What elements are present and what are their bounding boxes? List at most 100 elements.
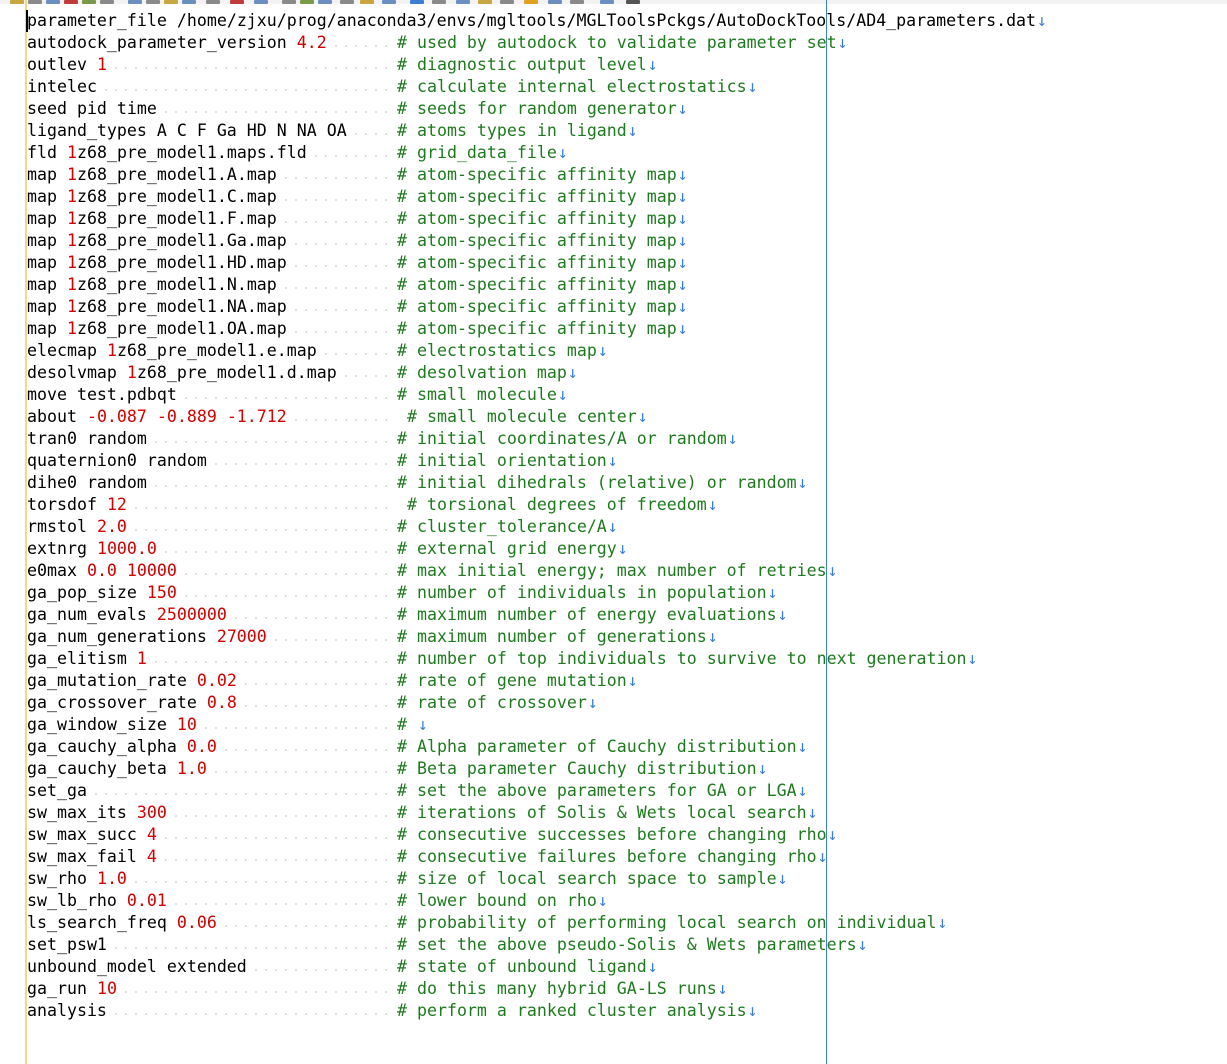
code-line[interactable]: move test.pdbqt# small molecule↓ xyxy=(27,384,1225,406)
param-value: 1.0 xyxy=(96,869,127,888)
code-line[interactable]: ga_mutation_rate 0.02# rate of gene muta… xyxy=(27,670,1225,692)
code-line[interactable]: sw_max_succ 4# consecutive successes bef… xyxy=(27,824,1225,846)
code-line[interactable]: fld 1z68_pre_model1.maps.fld# grid_data_… xyxy=(27,142,1225,164)
code-line[interactable]: ga_num_generations 27000# maximum number… xyxy=(27,626,1225,648)
toolbar-icon[interactable] xyxy=(478,0,492,4)
code-line[interactable]: set_psw1# set the above pseudo-Solis & W… xyxy=(27,934,1225,956)
code-line[interactable]: dihe0 random# initial dihedrals (relativ… xyxy=(27,472,1225,494)
toolbar-icon[interactable] xyxy=(28,0,42,4)
param-value: 1.0 xyxy=(176,759,207,778)
code-line[interactable]: ga_cauchy_alpha 0.0# Alpha parameter of … xyxy=(27,736,1225,758)
code-line[interactable]: set_ga# set the above parameters for GA … xyxy=(27,780,1225,802)
code-line[interactable]: intelec# calculate internal electrostati… xyxy=(27,76,1225,98)
code-line[interactable]: ga_pop_size 150# number of individuals i… xyxy=(27,582,1225,604)
whitespace-dots xyxy=(211,758,393,780)
param-keyword: sw_rho xyxy=(27,869,87,888)
code-line[interactable]: e0max 0.0 10000# max initial energy; max… xyxy=(27,560,1225,582)
text-editor-area[interactable]: parameter_file /home/zjxu/prog/anaconda3… xyxy=(27,10,1225,1022)
param-value: 1z68_pre_model1.maps.fld xyxy=(66,143,307,162)
toolbar-icon[interactable] xyxy=(626,0,640,4)
code-line[interactable]: map 1z68_pre_model1.F.map# atom-specific… xyxy=(27,208,1225,230)
comment-text: # cluster_tolerance/A xyxy=(397,517,607,536)
toolbar-icon[interactable] xyxy=(46,0,60,4)
code-line[interactable]: seed pid time# seeds for random generato… xyxy=(27,98,1225,120)
eol-marker-icon: ↓ xyxy=(857,935,868,954)
eol-marker-icon: ↓ xyxy=(647,957,658,976)
code-line[interactable]: elecmap 1z68_pre_model1.e.map# electrost… xyxy=(27,340,1225,362)
code-line[interactable]: torsdof 12 # torsional degrees of freedo… xyxy=(27,494,1225,516)
code-line[interactable]: map 1z68_pre_model1.A.map# atom-specific… xyxy=(27,164,1225,186)
code-line[interactable]: map 1z68_pre_model1.N.map# atom-specific… xyxy=(27,274,1225,296)
code-line[interactable]: extnrg 1000.0# external grid energy↓ xyxy=(27,538,1225,560)
code-line[interactable]: analysis# perform a ranked cluster analy… xyxy=(27,1000,1225,1022)
whitespace-dots xyxy=(231,604,393,626)
toolbar-icon[interactable] xyxy=(548,0,562,4)
toolbar-icon[interactable] xyxy=(82,0,96,4)
param-value: 1z68_pre_model1.F.map xyxy=(66,209,277,228)
code-line[interactable]: tran0 random# initial coordinates/A or r… xyxy=(27,428,1225,450)
code-line[interactable]: map 1z68_pre_model1.NA.map# atom-specifi… xyxy=(27,296,1225,318)
toolbar-icon[interactable] xyxy=(64,0,78,4)
toolbar-icon[interactable] xyxy=(600,0,614,4)
code-line[interactable]: unbound_model extended# state of unbound… xyxy=(27,956,1225,978)
whitespace-dots xyxy=(181,384,393,406)
code-line[interactable]: map 1z68_pre_model1.HD.map# atom-specifi… xyxy=(27,252,1225,274)
param-value: 1z68_pre_model1.N.map xyxy=(66,275,277,294)
param-keyword: ligand_types A C F Ga HD N NA OA xyxy=(27,121,347,140)
toolbar-icon[interactable] xyxy=(318,0,332,4)
code-line[interactable]: desolvmap 1z68_pre_model1.d.map# desolva… xyxy=(27,362,1225,384)
toolbar-icon[interactable] xyxy=(432,0,446,4)
toolbar-icon[interactable] xyxy=(456,0,470,4)
code-line[interactable]: ligand_types A C F Ga HD N NA OA# atoms … xyxy=(27,120,1225,142)
code-line[interactable]: sw_max_fail 4# consecutive failures befo… xyxy=(27,846,1225,868)
comment-text: # maximum number of generations xyxy=(397,627,707,646)
param-value: 2500000 xyxy=(156,605,227,624)
toolbar-icon[interactable] xyxy=(182,0,196,4)
toolbar-icon[interactable] xyxy=(360,0,374,4)
code-line[interactable]: map 1z68_pre_model1.OA.map# atom-specifi… xyxy=(27,318,1225,340)
eol-marker-icon: ↓ xyxy=(637,407,648,426)
code-line[interactable]: ga_elitism 1# number of top individuals … xyxy=(27,648,1225,670)
toolbar-icon[interactable] xyxy=(524,0,538,4)
code-line[interactable]: ga_num_evals 2500000# maximum number of … xyxy=(27,604,1225,626)
toolbar-icon[interactable] xyxy=(164,0,178,4)
code-line[interactable]: ls_search_freq 0.06# probability of perf… xyxy=(27,912,1225,934)
code-line[interactable]: map 1z68_pre_model1.Ga.map# atom-specifi… xyxy=(27,230,1225,252)
code-line[interactable]: autodock_parameter_version 4.2# used by … xyxy=(27,32,1225,54)
code-line[interactable]: parameter_file /home/zjxu/prog/anaconda3… xyxy=(27,10,1225,32)
code-line[interactable]: ga_cauchy_beta 1.0# Beta parameter Cauch… xyxy=(27,758,1225,780)
eol-marker-icon: ↓ xyxy=(817,847,828,866)
code-line[interactable]: rmstol 2.0# cluster_tolerance/A↓ xyxy=(27,516,1225,538)
code-line[interactable]: sw_max_its 300# iterations of Solis & We… xyxy=(27,802,1225,824)
toolbar-icon[interactable] xyxy=(282,0,296,4)
code-line[interactable]: map 1z68_pre_model1.C.map# atom-specific… xyxy=(27,186,1225,208)
eol-marker-icon: ↓ xyxy=(727,429,738,448)
toolbar-icon[interactable] xyxy=(500,0,514,4)
code-statement: rmstol 2.0 xyxy=(27,516,127,538)
toolbar-icon[interactable] xyxy=(230,0,244,4)
toolbar-icon[interactable] xyxy=(206,0,220,4)
code-line[interactable]: ga_window_size 10# ↓ xyxy=(27,714,1225,736)
param-value: 10 xyxy=(176,715,197,734)
code-line[interactable]: quaternion0 random# initial orientation↓ xyxy=(27,450,1225,472)
toolbar-icon[interactable] xyxy=(146,0,160,4)
code-line[interactable]: ga_run 10# do this many hybrid GA-LS run… xyxy=(27,978,1225,1000)
code-line[interactable]: sw_rho 1.0# size of local search space t… xyxy=(27,868,1225,890)
toolbar-icon[interactable] xyxy=(570,0,584,4)
toolbar-icon[interactable] xyxy=(340,0,354,4)
whitespace-dots xyxy=(241,670,393,692)
toolbar-icon[interactable] xyxy=(128,0,142,4)
toolbar-icon[interactable] xyxy=(254,0,268,4)
whitespace-dots xyxy=(251,956,393,978)
param-value: 1z68_pre_model1.A.map xyxy=(66,165,277,184)
toolbar-icon[interactable] xyxy=(10,0,24,4)
toolbar-icon[interactable] xyxy=(300,0,314,4)
code-line[interactable]: sw_lb_rho 0.01# lower bound on rho↓ xyxy=(27,890,1225,912)
toolbar-icon[interactable] xyxy=(410,0,424,4)
code-line[interactable]: outlev 1# diagnostic output level↓ xyxy=(27,54,1225,76)
toolbar-icon[interactable] xyxy=(382,0,396,4)
toolbar-icon[interactable] xyxy=(100,0,114,4)
param-value: 2.0 xyxy=(96,517,127,536)
code-line[interactable]: about -0.087 -0.889 -1.712 # small molec… xyxy=(27,406,1225,428)
code-line[interactable]: ga_crossover_rate 0.8# rate of crossover… xyxy=(27,692,1225,714)
